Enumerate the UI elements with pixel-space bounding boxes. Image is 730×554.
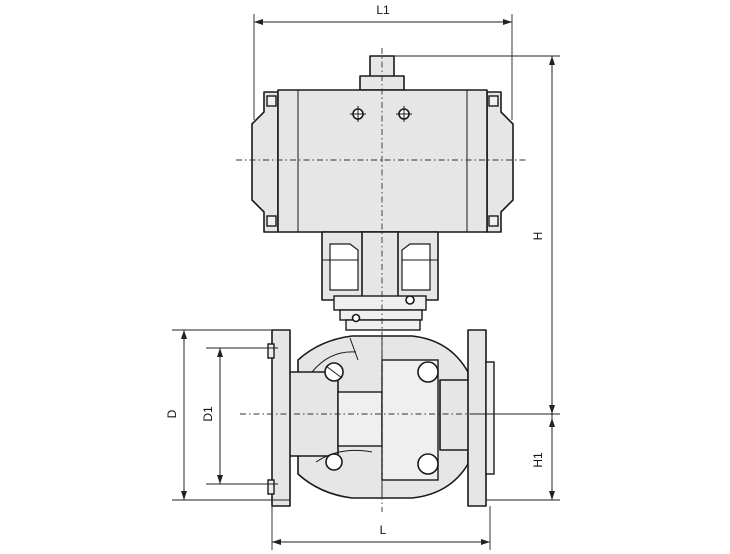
dimension-d1-label: D1 [201,406,215,422]
right-flange [467,329,487,507]
mounting-bracket [321,231,439,331]
dimension-h1-label: H1 [531,452,545,468]
pneumatic-actuator [251,55,514,233]
dimension-d1: D1 [201,347,278,485]
dimension-d: D [165,329,290,501]
dimension-l-label: L [380,523,387,537]
dimension-l: L [271,506,491,550]
dimension-l1: L1 [253,3,513,120]
valve-body [267,329,495,507]
actuator-right-cap [486,91,514,233]
actuator-body [277,89,488,233]
dimension-d-label: D [165,409,179,418]
actuator-port-marks [350,106,412,122]
dimension-h: H [394,55,560,415]
dimension-h1: H1 [486,414,560,501]
actuator-left-cap [251,91,279,233]
dimension-h-label: H [531,232,545,241]
right-neck [439,379,471,451]
left-flange [271,329,291,507]
dimension-l1-label: L1 [376,3,390,17]
